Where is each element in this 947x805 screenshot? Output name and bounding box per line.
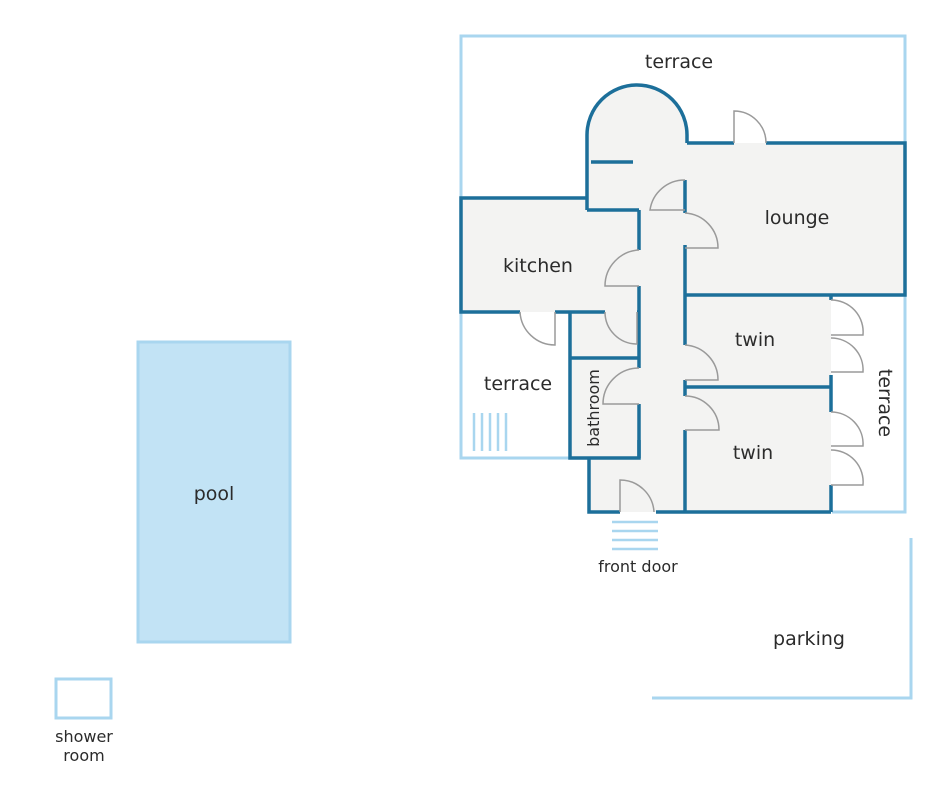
terrace-right-label: terrace: [874, 369, 896, 437]
bathroom-label: bathroom: [584, 369, 603, 447]
twin-lower-label: twin: [733, 442, 773, 464]
terrace-top-label: terrace: [645, 51, 713, 73]
room-fills: [461, 85, 905, 512]
twin-upper-label: twin: [735, 329, 775, 351]
shower-room-label-line2: room: [63, 746, 104, 765]
pool-area: [136, 340, 292, 644]
doors: [519, 110, 864, 513]
lounge-label: lounge: [765, 207, 830, 229]
terrace-left-steps: [472, 413, 508, 451]
front-steps: [612, 520, 658, 551]
parking-label: parking: [773, 628, 845, 650]
shower-room: [54, 677, 113, 720]
pool-label: pool: [194, 483, 235, 505]
terrace-left-outline: [459, 312, 570, 460]
walls: [459, 83, 907, 514]
terrace-left-label: terrace: [484, 373, 552, 395]
front-door-label: front door: [598, 557, 678, 576]
parking-outline: [652, 538, 913, 700]
terrace-top-outline: [459, 34, 907, 197]
shower-room-label-line1: shower: [55, 727, 113, 746]
terrace-right-outline: [832, 295, 907, 514]
kitchen-label: kitchen: [503, 255, 573, 277]
